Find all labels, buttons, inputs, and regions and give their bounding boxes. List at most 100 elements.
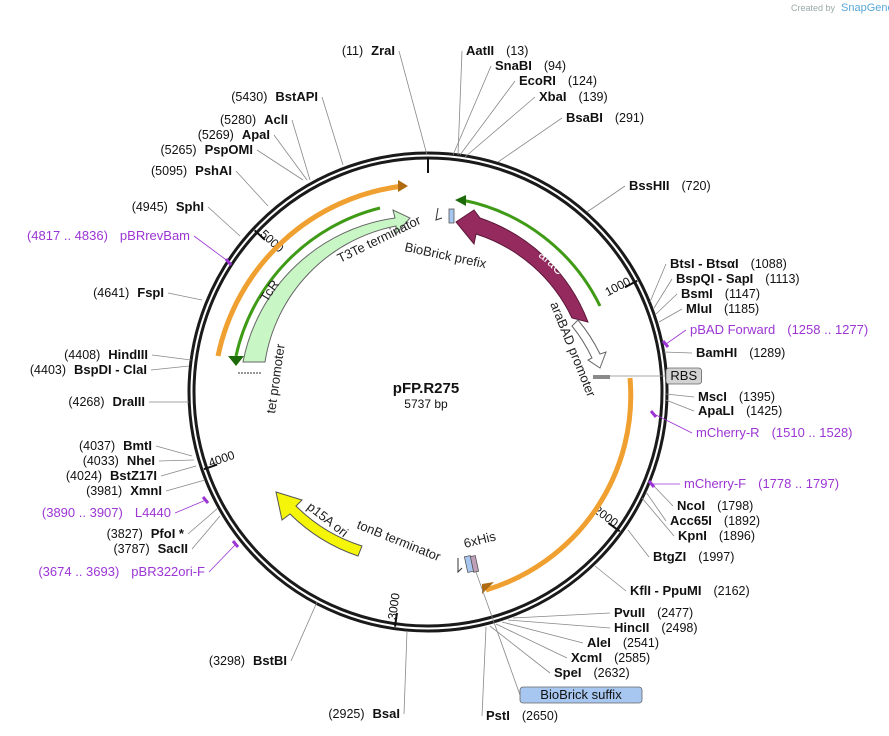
site-name: PshAI — [195, 163, 232, 178]
primer-pbr322ori-f: (3674 .. 3693)pBR322ori-F — [38, 564, 205, 579]
site-position: (139) — [578, 90, 607, 104]
tonb-terminator-label: tonB terminator — [355, 517, 444, 564]
site-name: MscI — [698, 389, 727, 404]
tick-mark — [624, 279, 638, 289]
orange-arrow-head-right — [482, 582, 494, 594]
site-name: NcoI — [677, 498, 705, 513]
tick-mark — [394, 612, 398, 627]
site-mlui: MluI(1185) — [686, 301, 759, 316]
site-position: (94) — [544, 59, 566, 73]
primer-binding-mark — [649, 410, 658, 418]
site-position: (4268) — [68, 395, 104, 409]
site-name: XmnI — [130, 483, 162, 498]
site-position: (5095) — [151, 164, 187, 178]
biobrick-suffix-label: BioBrick suffix — [540, 687, 622, 702]
leader-line — [475, 571, 521, 696]
site-position: (2632) — [593, 666, 629, 680]
primer-name: mCherry-R — [696, 425, 760, 440]
site-name: SnaBI — [495, 58, 532, 73]
leader-line — [649, 263, 667, 303]
site-name: PvuII — [614, 605, 645, 620]
site-name: KflI - PpuMI — [630, 583, 702, 598]
site-alei: AleI(2541) — [587, 635, 659, 650]
leader-line — [594, 565, 627, 592]
primer-binding-mark — [661, 340, 670, 348]
leader-line — [665, 399, 695, 412]
orange-arrow-head-left — [398, 180, 408, 192]
site-name: BtsI - BtsαI — [670, 256, 739, 271]
site-name: BspDI - ClaI — [74, 362, 147, 377]
rbs-label: RBS — [670, 368, 697, 383]
site-zrai: (11) ZraI — [342, 43, 395, 58]
leader-line — [658, 308, 683, 323]
primer-mcherry-r: mCherry-R(1510 .. 1528) — [696, 425, 853, 440]
site-xcmi: XcmI (2585) — [571, 650, 650, 665]
leader-line — [165, 479, 206, 492]
site-position: (2585) — [614, 651, 650, 665]
site-bstapi: (5430)BstAPI — [231, 89, 318, 104]
tick-mark — [203, 463, 218, 471]
site-position: (2541) — [623, 636, 659, 650]
site-position: (4641) — [93, 286, 129, 300]
site-name: FspI — [137, 285, 164, 300]
leader-lines — [149, 50, 695, 717]
leader-line — [457, 50, 463, 156]
primer-position: (3674 .. 3693) — [38, 564, 119, 579]
leader-line — [586, 185, 626, 213]
primer-position: (1778 .. 1797) — [758, 476, 839, 491]
leader-line — [512, 612, 611, 619]
site-name: SacII — [158, 541, 188, 556]
green-arc-left — [234, 206, 381, 357]
site-bspdi-clai: (4403)BspDI - ClaI — [30, 362, 147, 377]
site-position: (291) — [615, 111, 644, 125]
tick-mark — [607, 522, 621, 533]
biobrick-suffix-marker — [469, 555, 480, 573]
leader-line — [207, 206, 241, 237]
site-position: (720) — [681, 179, 710, 193]
site-ecori: EcoRI(124) — [519, 73, 597, 88]
site-name: AatII — [466, 43, 494, 58]
tcr-feature — [242, 209, 411, 363]
site-position: (1425) — [746, 404, 782, 418]
site-spei: SpeI(2632) — [554, 665, 630, 680]
site-name: BssHII — [629, 178, 669, 193]
site-btgzi: BtgZI(1997) — [653, 549, 734, 564]
site-position: (11) — [342, 44, 363, 58]
site-position: (1147) — [725, 287, 760, 301]
site-name: BamHI — [696, 345, 737, 360]
site-bsabi: BsaBI(291) — [566, 110, 644, 125]
site-snabi: SnaBI (94) — [495, 58, 566, 73]
site-sacii: (3787) SacII — [114, 541, 189, 556]
primer-position: (4817 .. 4836) — [27, 228, 108, 243]
site-kpni: KpnI(1896) — [678, 528, 755, 543]
site-name: XcmI — [571, 650, 602, 665]
site-name: ApaLI — [698, 403, 734, 418]
primer-leader-line — [174, 499, 207, 514]
leader-line — [398, 50, 428, 156]
site-name: NheI — [127, 453, 155, 468]
site-name: ZraI — [371, 43, 395, 58]
site-hindiii: (4408)HindIII — [64, 347, 148, 362]
site-ncoi: NcoI(1798) — [677, 498, 753, 513]
leader-line — [452, 65, 492, 156]
leader-line — [481, 626, 487, 717]
t3te-terminator-symbol — [435, 207, 443, 221]
site-name: AclI — [264, 112, 288, 127]
primer-name: L4440 — [135, 505, 171, 520]
tick-label: 1000 — [603, 274, 633, 299]
site-name: EcoRI — [519, 73, 556, 88]
site-hincii: HincII(2498) — [614, 620, 698, 635]
site-sphi: (4945)SphI — [132, 199, 204, 214]
tonb-terminator-symbol — [457, 558, 463, 574]
primer-binding-mark — [224, 258, 233, 266]
site-name: KpnI — [678, 528, 707, 543]
primer-binding-mark — [647, 480, 656, 488]
leader-line — [290, 601, 318, 662]
site-bsmi: BsmI(1147) — [681, 286, 760, 301]
leader-line — [489, 625, 551, 674]
site-position: (3787) — [114, 542, 150, 556]
site-bspqi-sapi: BspQI - SapI(1113) — [676, 271, 800, 286]
site-apai: (5269)ApaI — [198, 127, 270, 142]
primer-pbad-forward: pBAD Forward(1258 .. 1277) — [690, 322, 868, 337]
site-position: (5280) — [220, 113, 256, 127]
